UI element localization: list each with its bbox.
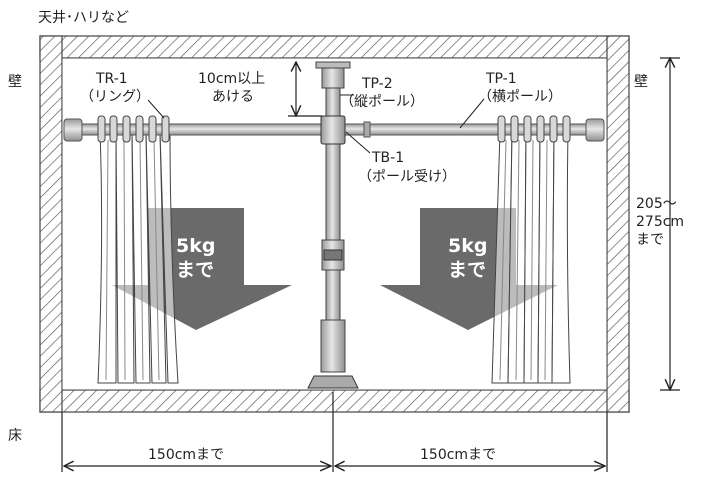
- tr1-desc: （リング）: [80, 89, 150, 105]
- right-wall: [606, 35, 630, 413]
- load-right-label-2: まで: [448, 259, 486, 281]
- load-left-label-2: まで: [176, 259, 214, 281]
- tb1-code: TB-1: [371, 150, 404, 166]
- tp1-code: TP-1: [485, 71, 517, 87]
- tp2-code: TP-2: [361, 76, 393, 92]
- load-left-label-1: 5kg: [176, 235, 215, 257]
- clearance-label-1: 10cm以上: [198, 71, 265, 87]
- left-wall: [39, 35, 63, 413]
- load-right-label-1: 5kg: [448, 235, 487, 257]
- clearance-indicator: [288, 62, 322, 116]
- rings-left: [97, 115, 170, 143]
- floor-wall: [39, 389, 630, 413]
- floor-label: 床: [8, 428, 22, 444]
- tb1-desc: （ポール受け）: [358, 169, 456, 185]
- pole-holder: [320, 115, 346, 145]
- height-dimension: [660, 58, 680, 390]
- curtain-right: [491, 131, 571, 384]
- pole-end-cap-left: [63, 118, 83, 142]
- height-label-3: まで: [636, 232, 664, 248]
- top-pad: [315, 61, 351, 69]
- width-dimensions: [61, 392, 608, 472]
- height-label-1: 205～: [636, 196, 677, 212]
- wall-right-label: 壁: [634, 74, 648, 90]
- wall-left-label: 壁: [8, 74, 22, 90]
- height-label-2: 275cm: [636, 214, 684, 230]
- tp1-desc: （横ポール）: [478, 89, 562, 105]
- tr1-code: TR-1: [95, 71, 128, 87]
- leader-lines: [147, 94, 485, 154]
- tp2-desc: （縦ポール）: [340, 94, 424, 110]
- ceiling-label: 天井･ハリなど: [38, 10, 129, 26]
- pole-end-cap-right: [585, 118, 605, 142]
- width-right-label: 150cmまで: [420, 447, 496, 463]
- width-left-label: 150cmまで: [148, 447, 224, 463]
- rings-right: [497, 115, 571, 143]
- clearance-label-2: あける: [212, 89, 254, 105]
- vertical-pole: [307, 61, 359, 389]
- ceiling-wall: [39, 35, 630, 59]
- bottom-pad: [307, 375, 359, 389]
